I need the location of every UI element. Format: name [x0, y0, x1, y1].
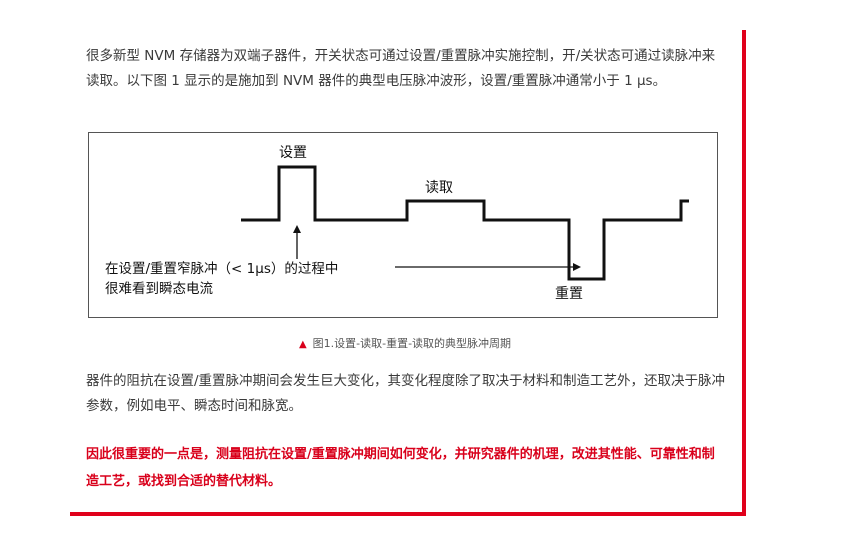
pulse-waveform-figure: 设置 读取 重置 在设置/重置窄脉冲（< 1µs）的过程中 很难看到瞬态电流	[88, 132, 718, 318]
annotation-line-1: 在设置/重置窄脉冲（< 1µs）的过程中	[105, 260, 338, 277]
article-card: 很多新型 NVM 存储器为双端子器件，开关状态可通过设置/重置脉冲实施控制，开/…	[68, 28, 742, 512]
body-paragraph: 器件的阻抗在设置/重置脉冲期间会发生巨大变化，其变化程度除了取决于材料和制造工艺…	[86, 373, 726, 414]
figure-caption: ▲ 图1.设置-读取-重置-读取的典型脉冲周期	[68, 335, 742, 351]
label-reset: 重置	[555, 286, 583, 302]
waveform-diagram: 设置 读取 重置 在设置/重置窄脉冲（< 1µs）的过程中 很难看到瞬态电流	[105, 145, 689, 302]
intro-paragraph: 很多新型 NVM 存储器为双端子器件，开关状态可通过设置/重置脉冲实施控制，开/…	[86, 48, 716, 89]
set-pulse-arrowhead	[293, 225, 301, 233]
label-read: 读取	[425, 179, 453, 196]
caption-triangle-icon: ▲	[298, 339, 307, 350]
emphasis-paragraph: 因此很重要的一点是，测量阻抗在设置/重置脉冲期间如何变化，并研究器件的机理，改进…	[86, 447, 715, 489]
pulse-waveform-line	[241, 165, 689, 281]
caption-text: 图1.设置-读取-重置-读取的典型脉冲周期	[312, 337, 512, 350]
annotation-line-2: 很难看到瞬态电流	[105, 281, 213, 297]
label-set: 设置	[279, 145, 307, 161]
reset-pulse-arrowhead	[573, 263, 581, 271]
